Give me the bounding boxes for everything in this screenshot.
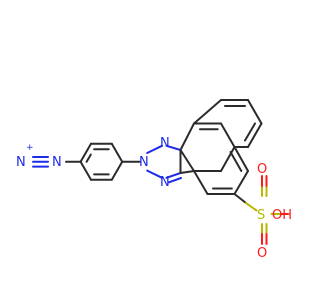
atom-labels: N + N N N N S O O OH	[16, 136, 292, 261]
triazole-nitrogen-top-label: N	[160, 136, 170, 151]
sulfonyl-oxygen-top-label: O	[257, 162, 267, 177]
benzene-ring-bonds	[79, 142, 124, 181]
diagram-background	[0, 0, 300, 300]
diazonium-nitrogen-label: N	[52, 155, 62, 170]
triazole-ring-bonds	[146, 144, 182, 184]
diazonium-bonds	[32, 156, 82, 168]
sulfur-label: S	[257, 208, 265, 223]
triazole-nitrogen-bottom-label: N	[160, 175, 170, 190]
diazonium-charge-label: +	[26, 143, 34, 153]
sulfonyl-oxygen-bottom-label: O	[257, 246, 267, 261]
hydroxyl-label: OH	[272, 208, 292, 223]
sulfonate-bonds	[233, 175, 289, 245]
diazonium-terminal-nitrogen-label: N	[16, 155, 26, 170]
triazole-nitrogen-center-label: N	[139, 155, 149, 170]
chemical-structure-diagram: N + N N N N S O O OH	[0, 0, 300, 300]
naphthalene-bonds	[179, 99, 263, 195]
